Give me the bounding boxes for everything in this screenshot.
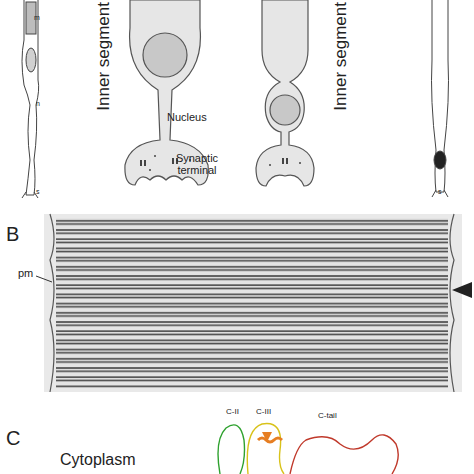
- rod-sketch: [22, 0, 39, 198]
- figure-label: m: [34, 14, 40, 21]
- disc-micrograph: [36, 214, 472, 392]
- cone-sketch: [432, 0, 449, 197]
- figure-label: C-III: [256, 408, 271, 416]
- figure-label: Inner segment: [95, 2, 112, 111]
- figure-label: C-tail: [318, 412, 337, 420]
- figure-label: s: [36, 188, 40, 195]
- figure-label: s: [438, 188, 442, 195]
- rhodopsin-topology: [218, 424, 398, 474]
- figure-label: Synaptic terminal: [167, 152, 227, 176]
- figure-label: Nucleus: [167, 112, 207, 123]
- figure-label: Cytoplasm: [60, 452, 136, 468]
- figure-label: pm: [18, 268, 33, 279]
- figure-label: Inner segment: [332, 2, 349, 111]
- figure-label: n: [36, 100, 40, 107]
- figure-label: C-II: [226, 408, 239, 416]
- figure-label: C: [6, 428, 20, 448]
- cone-cell: [256, 0, 314, 186]
- figure-label: B: [6, 224, 19, 244]
